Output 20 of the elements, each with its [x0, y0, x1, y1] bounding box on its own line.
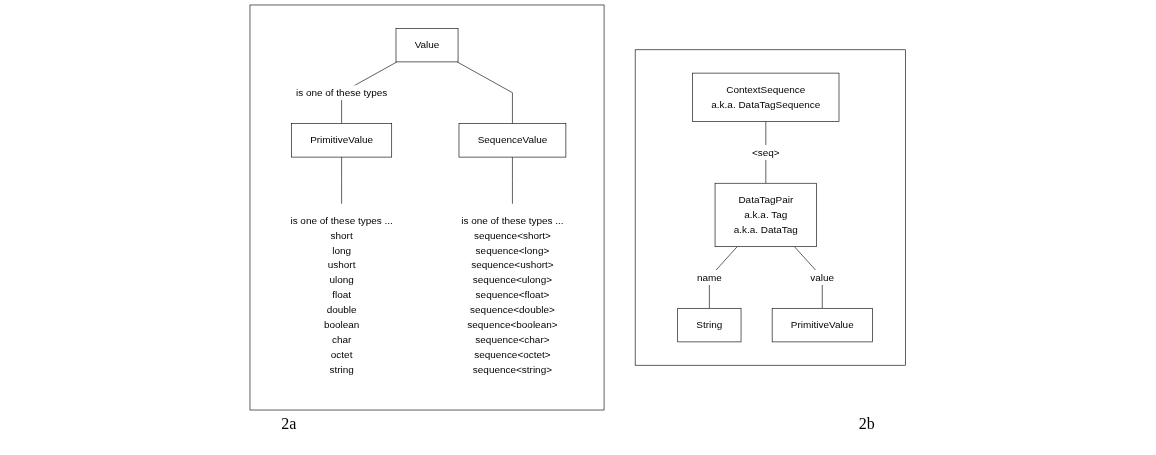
node-box: PrimitiveValue [772, 308, 873, 343]
node-box: Value [395, 28, 459, 63]
node-box: DataTagPair a.k.a. Tag a.k.a. DataTag [714, 182, 818, 247]
node-text: is one of these types ... short long ushort ulong float double boolean char octet string [290, 214, 393, 375]
edge-label: value [810, 271, 835, 283]
node-text: is one of these types ... sequence<short> sequence<long> sequence<ushort> sequence<ulong> sequence<float> sequence<double> sequence<boolean> sequence<char> sequence<octet> sequence<string> [461, 214, 564, 375]
node-box: PrimitiveValue [291, 123, 393, 158]
node-box: ContextSequence a.k.a. DataTagSequence [692, 72, 840, 122]
cluster [249, 4, 605, 411]
node-box: SequenceValue [458, 123, 567, 158]
node-box: String [677, 308, 742, 343]
edge-label: is one of these types [296, 87, 388, 98]
edge-label: <seq> [752, 146, 780, 158]
figure-caption: 2b [858, 415, 875, 433]
connector [457, 61, 513, 124]
connector [512, 156, 513, 205]
cluster [635, 49, 907, 366]
figure-caption: 2a [281, 415, 297, 433]
connector [341, 156, 343, 205]
edge-label: name [697, 271, 722, 283]
